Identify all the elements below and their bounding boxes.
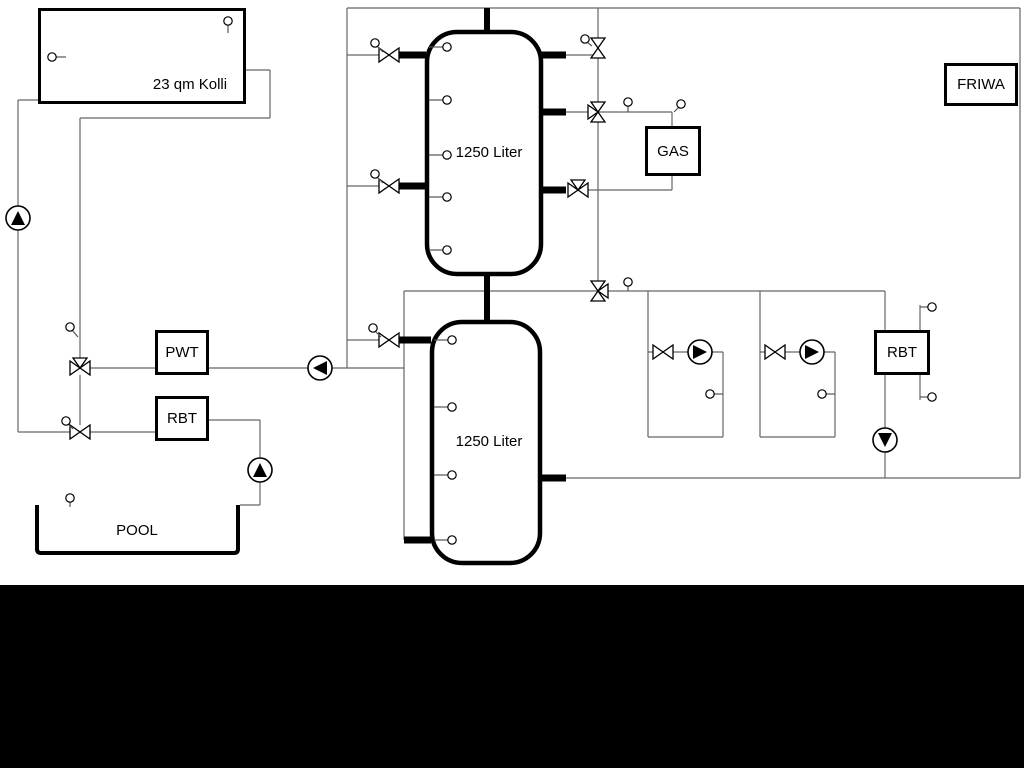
pump-heating-circuit-1-icon [687,339,713,365]
valve-heating-circuit-1-icon [652,343,674,361]
sensor-heating-circuit-2-icon [817,389,835,399]
sensor-tank1-1-icon [429,42,452,52]
pump-heating-circuit-2-icon [799,339,825,365]
sensor-solar-supply-icon [65,322,79,338]
tank-bottom-label: 1250 Liter [456,433,523,450]
three-way-valve-distribution-icon [589,280,609,302]
rbt-left-label: RBT [167,410,197,427]
gas-boiler-box [645,126,701,176]
pump-rbt-right-icon [872,427,898,453]
actuator-valve-tank1-right-top-icon [580,34,593,47]
sensor-collector-top-icon [223,16,233,33]
sensor-rbt-right-top-icon [920,302,937,312]
sensor-tank2-2-icon [434,402,457,412]
sensor-tank1-3-icon [429,150,452,160]
collector-label: 23 qm Kolli [153,76,227,93]
sensor-pool-icon [65,493,75,507]
friwa-label: FRIWA [957,76,1005,93]
valve-pool-return-icon [69,423,91,441]
pump-pool-icon [247,457,273,483]
three-way-valve-gas-supply-icon [587,101,607,123]
pool-basin [35,505,240,555]
pool-label: POOL [116,522,158,539]
valve-tank2-left-icon [378,331,400,349]
pwt-box [155,330,209,375]
sensor-tank2-4-icon [434,535,457,545]
collector-box [38,8,246,104]
gas-label: GAS [657,143,689,160]
three-way-valve-solar-icon [69,357,91,377]
tank-top-label: 1250 Liter [456,144,523,161]
sensor-tank1-4-icon [429,192,452,202]
buffer-tank-bottom [429,319,543,566]
pump-solar-icon [5,205,31,231]
valve-tank1-right-top-icon [589,37,607,59]
sensor-tank1-2-icon [429,95,452,105]
actuator-valve-tank2-left-icon [368,323,382,338]
valve-tank1-left-top-icon [378,46,400,64]
sensor-tank1-5-icon [429,245,452,255]
pipe-lines [17,7,1021,540]
sensor-tank2-3-icon [434,470,457,480]
sensor-distribution-icon [623,277,633,291]
actuator-valve-pool-return-icon [61,416,74,430]
valve-tank1-left-bottom-icon [378,177,400,195]
valve-heating-circuit-2-icon [764,343,786,361]
sensor-heating-circuit-1-icon [705,389,723,399]
rbt-left-box [155,396,209,441]
buffer-tank-top [424,29,544,277]
pipe-stubs [398,8,566,544]
actuator-valve-tank1-left-bottom-icon [370,169,384,184]
rbt-right-box [874,330,930,375]
actuator-valve-tank1-left-top-icon [370,38,384,53]
rbt-right-label: RBT [887,344,917,361]
friwa-box [944,63,1018,106]
sensor-rbt-right-bottom-icon [920,392,937,402]
three-way-valve-gas-return-icon [567,179,589,199]
sensor-gas-supply-icon [623,97,633,112]
pwt-label: PWT [165,344,198,361]
sensor-gas-inlet-icon [673,99,686,113]
pump-buffer-charge-icon [307,355,333,381]
sensor-collector-left-icon [47,52,66,62]
sensor-tank2-1-icon [434,335,457,345]
letterbox-bar [0,585,1024,768]
